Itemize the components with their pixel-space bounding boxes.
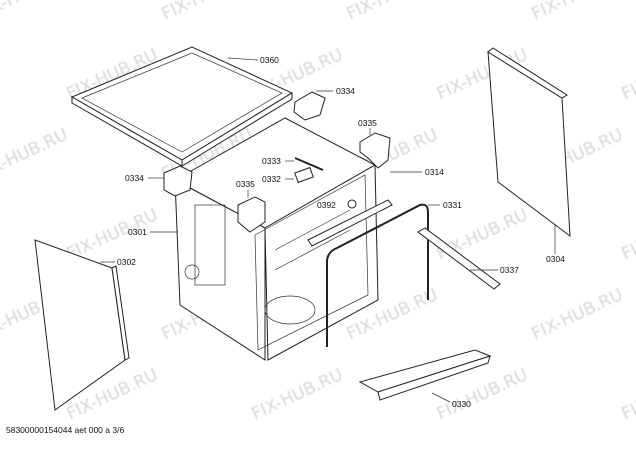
part-0392[interactable] [347,199,357,209]
label-0304: 0304 [546,254,565,264]
label-0334-left: 0334 [125,173,144,183]
tub-part[interactable] [173,117,379,361]
part-0333[interactable] [294,157,324,171]
rail-top-part[interactable] [307,199,393,247]
rail-side-part[interactable] [417,227,501,290]
seal-part[interactable] [326,203,429,347]
label-0314: 0314 [425,167,444,177]
right-panel-part[interactable] [487,51,571,238]
bottom-rail-part[interactable] [358,349,492,393]
label-0301: 0301 [128,227,147,237]
label-0331: 0331 [443,200,462,210]
label-0330: 0330 [452,399,471,409]
label-0334-top: 0334 [336,86,355,96]
label-0337: 0337 [500,265,519,275]
left-panel-part[interactable] [34,239,126,411]
part-0332[interactable] [294,166,314,184]
label-0335-right: 0335 [358,118,377,128]
label-0302: 0302 [117,257,136,267]
right-corner-part[interactable] [359,132,391,169]
top-bracket-part[interactable] [293,91,326,121]
lid-part[interactable] [70,46,294,167]
left-corner-part[interactable] [237,196,266,233]
footer-code: 58300000154044 aet 000 a 3/6 [6,425,125,435]
label-0333: 0333 [262,156,281,166]
label-0392: 0392 [317,200,336,210]
label-0332: 0332 [262,174,281,184]
left-bracket-part[interactable] [163,165,193,197]
label-0335-left: 0335 [236,179,255,189]
label-0360: 0360 [260,55,279,65]
